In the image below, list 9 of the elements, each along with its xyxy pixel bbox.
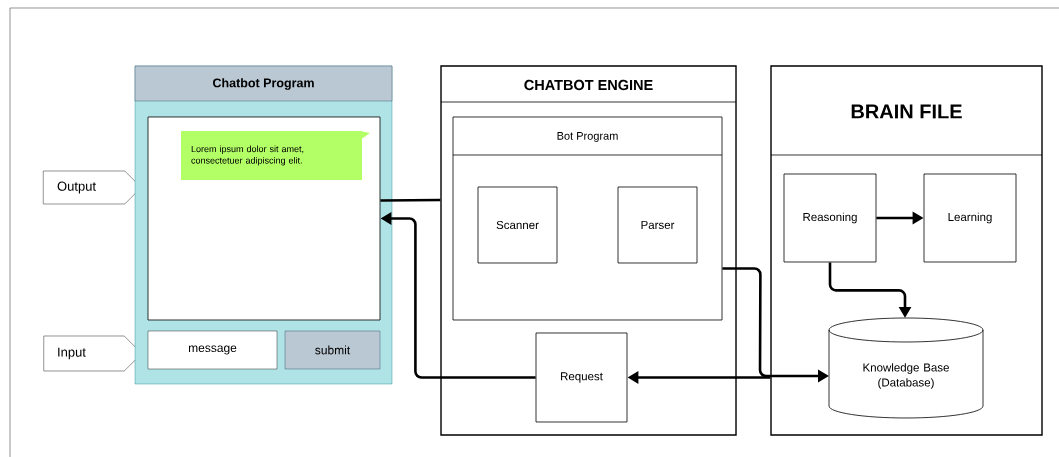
- process-box: Learning: [923, 173, 1017, 263]
- speech-bubble: Lorem ipsum dolor sit amet, consectetuer adipiscing elit.: [181, 131, 370, 180]
- process-box: Scanner: [477, 186, 558, 264]
- submit-button: submit: [284, 330, 381, 370]
- process-box: Request: [535, 332, 628, 423]
- input-field: message: [147, 330, 278, 370]
- process-box: Parser: [617, 186, 698, 264]
- database-cylinder: Knowledge Base (Database): [828, 317, 984, 419]
- process-box: Reasoning: [783, 173, 877, 263]
